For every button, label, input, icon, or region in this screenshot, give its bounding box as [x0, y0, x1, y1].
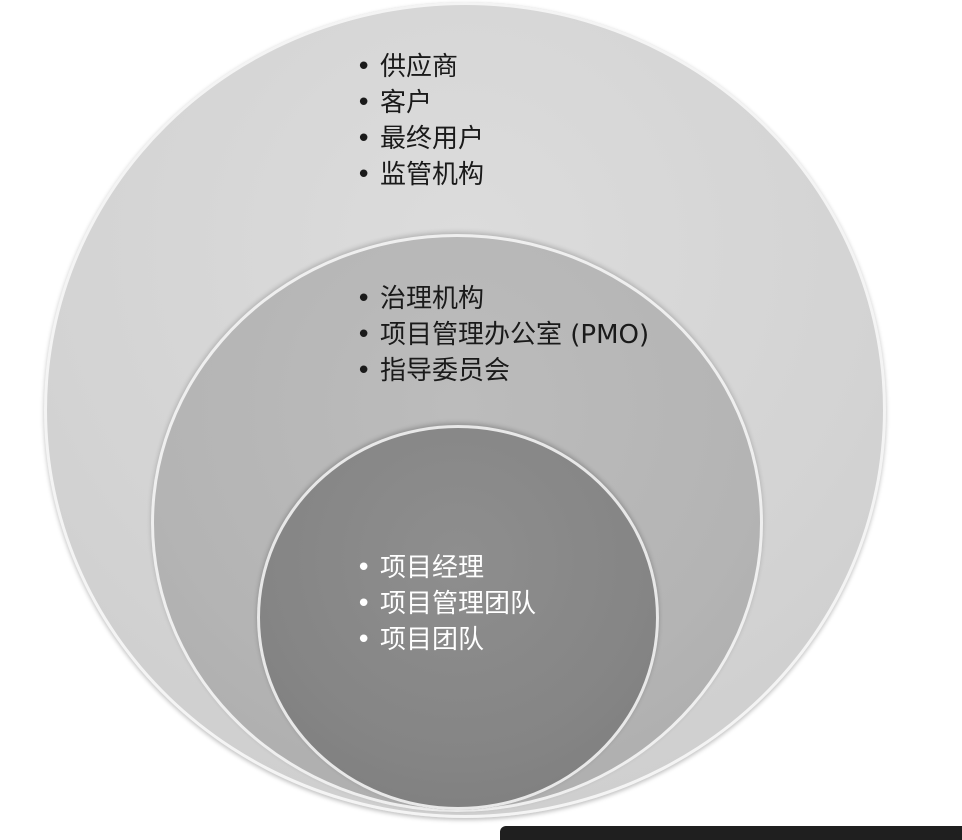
middle-list-item: •指导委员会 [356, 353, 649, 389]
middle-list-item: •治理机构 [356, 281, 649, 317]
bullet-icon: • [356, 356, 372, 386]
middle-list: •治理机构 •项目管理办公室 (PMO) •指导委员会 [356, 281, 649, 389]
middle-list-item: •项目管理办公室 (PMO) [356, 317, 649, 353]
bullet-icon: • [356, 88, 372, 118]
bullet-icon: • [356, 160, 372, 190]
outer-list: •供应商 •客户 •最终用户 •监管机构 [356, 49, 484, 193]
outer-list-item: •客户 [356, 85, 484, 121]
outer-list-item: •监管机构 [356, 157, 484, 193]
inner-list: •项目经理 •项目管理团队 •项目团队 [356, 550, 536, 658]
inner-list-item: •项目经理 [356, 550, 536, 586]
outer-list-item: •供应商 [356, 49, 484, 85]
bullet-icon: • [356, 284, 372, 314]
bullet-icon: • [356, 589, 372, 619]
bullet-icon: • [356, 320, 372, 350]
bullet-icon: • [356, 52, 372, 82]
inner-list-item: •项目管理团队 [356, 586, 536, 622]
bullet-icon: • [356, 553, 372, 583]
inner-circle [257, 425, 659, 810]
caption-bar [500, 826, 962, 840]
outer-list-item: •最终用户 [356, 121, 484, 157]
bullet-icon: • [356, 124, 372, 154]
bullet-icon: • [356, 625, 372, 655]
inner-list-item: •项目团队 [356, 622, 536, 658]
